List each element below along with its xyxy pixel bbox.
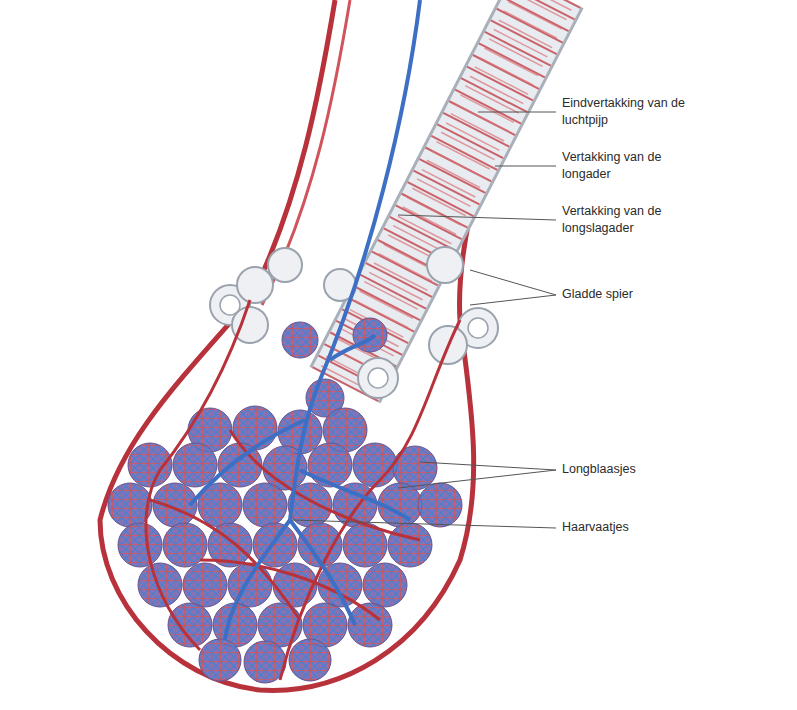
part-label: Gladde spier (560, 286, 714, 303)
part-label: Eindvertakking van de luchtpijp (560, 95, 714, 129)
part-label: Vertakking van de longslagader (560, 203, 714, 237)
part-label: Vertakking van de longader (560, 149, 714, 183)
part-label: Longblaasjes (560, 461, 714, 478)
part-label: Haarvaatjes (560, 519, 714, 536)
